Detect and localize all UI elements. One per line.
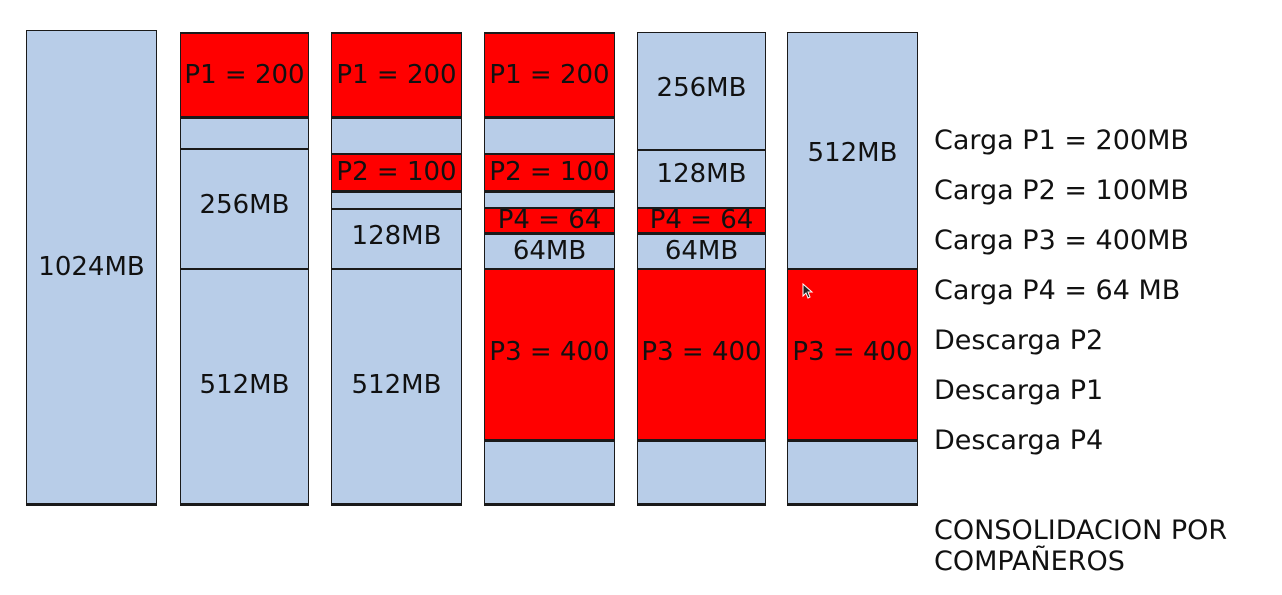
step-item: Carga P1 = 200MB	[934, 125, 1189, 156]
allocated-block-p2	[332, 153, 461, 193]
block-label: 1024MB	[38, 252, 145, 282]
block-label: 512MB	[199, 370, 290, 400]
memory-column-2: P1 = 200 256MB 512MB	[180, 32, 309, 506]
block-label: P1 = 200	[489, 60, 610, 90]
allocated-block-p1	[332, 32, 461, 119]
step-item: Descarga P1	[934, 375, 1104, 406]
step-item: Carga P4 = 64 MB	[934, 275, 1181, 306]
memory-column-5: 256MB 128MB P4 = 64 64MB P3 = 400	[637, 32, 766, 506]
mouse-cursor-icon	[802, 283, 814, 299]
title-line-2: COMPAÑEROS	[934, 546, 1125, 577]
step-item: Carga P3 = 400MB	[934, 225, 1189, 256]
step-item: Carga P2 = 100MB	[934, 175, 1189, 206]
step-item: Descarga P2	[934, 325, 1104, 356]
block-label: P3 = 400	[489, 337, 610, 367]
memory-column-4: P1 = 200 P2 = 100 P4 = 64 64MB P3 = 400	[484, 32, 615, 506]
block-divider	[181, 268, 308, 270]
block-divider	[332, 268, 461, 270]
block-label: 64MB	[512, 236, 587, 266]
block-label: P2 = 100	[489, 157, 610, 187]
block-label: 128MB	[656, 159, 747, 189]
block-label: 256MB	[656, 73, 747, 103]
block-divider	[181, 148, 308, 150]
block-label: 512MB	[807, 138, 898, 168]
allocated-block-p3	[485, 268, 614, 442]
allocated-block-p4	[638, 207, 765, 235]
diagram-title: CONSOLIDACION POR COMPAÑEROS	[934, 515, 1227, 577]
step-item: Descarga P4	[934, 425, 1104, 456]
operation-steps-list: Carga P1 = 200MB Carga P2 = 100MB Carga …	[934, 116, 1189, 466]
title-line-1: CONSOLIDACION POR	[934, 515, 1228, 546]
block-label: P4 = 64	[497, 205, 602, 235]
block-divider	[638, 149, 765, 151]
allocated-block-p4	[485, 207, 614, 235]
block-label: P4 = 64	[649, 205, 754, 235]
block-divider	[332, 208, 461, 210]
block-label: 256MB	[199, 190, 290, 220]
block-label: 64MB	[664, 236, 739, 266]
block-label: 128MB	[351, 221, 442, 251]
allocated-block-p2	[485, 153, 614, 193]
block-label: P3 = 400	[792, 337, 913, 367]
block-label: 512MB	[351, 370, 442, 400]
allocated-block-p3	[638, 268, 765, 442]
block-label: P3 = 400	[641, 337, 762, 367]
allocated-block-p1	[181, 32, 308, 119]
block-label: P1 = 200	[184, 60, 305, 90]
allocated-block-p1	[485, 32, 614, 119]
memory-column-6: 512MB P3 = 400	[787, 32, 918, 506]
block-label: P2 = 100	[336, 157, 457, 187]
memory-column-1: 1024MB	[26, 30, 157, 506]
block-label: P1 = 200	[336, 60, 457, 90]
memory-column-3: P1 = 200 P2 = 100 128MB 512MB	[331, 32, 462, 506]
